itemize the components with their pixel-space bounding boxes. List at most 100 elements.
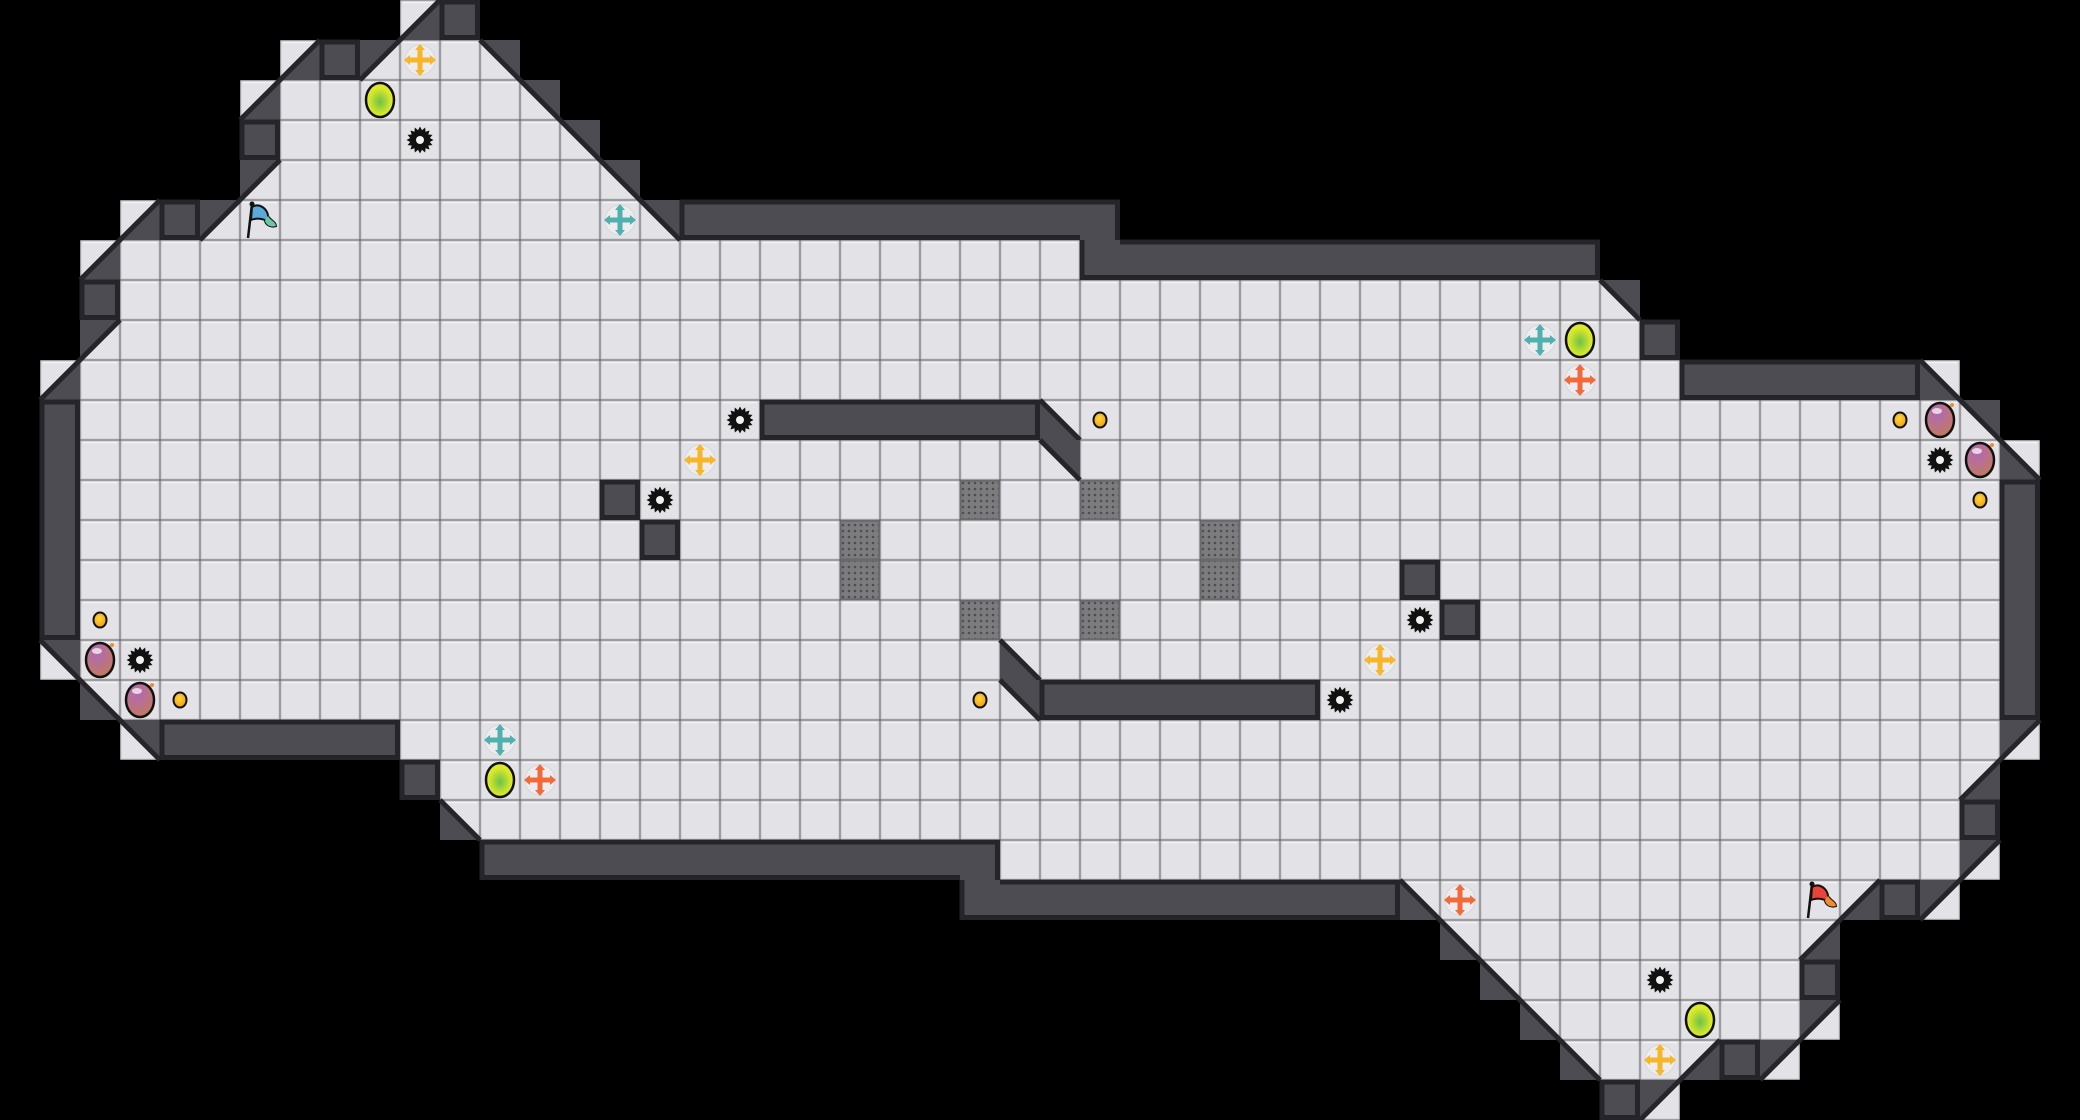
floor-tile [80,520,120,560]
floor-tile [520,480,560,520]
green-orb-icon [1684,1001,1716,1039]
floor-tile [200,600,240,640]
floor-tile [400,720,440,760]
floor-tile [1600,640,1640,680]
wall-block [560,840,600,880]
floor-tile [800,720,840,760]
floor-tile [1080,360,1120,400]
cross-bar-vertical [537,769,543,791]
metal-grate-icon [960,600,1000,640]
floor-tile [760,800,800,840]
floor-tile [880,720,920,760]
floor-tile [1040,480,1080,520]
cross-bar-vertical [697,449,703,471]
metal-grate-icon [1200,560,1240,600]
floor-tile [720,320,760,360]
floor-tile [120,560,160,600]
floor-tile [1760,440,1800,480]
coin-body [1092,411,1108,429]
purple-bomb-icon [84,641,116,679]
floor-tile [520,560,560,600]
floor-tile [1960,520,2000,560]
floor-tile [840,720,880,760]
arrow-head [1670,1055,1676,1065]
floor-tile [480,360,520,400]
floor-tile [1040,600,1080,640]
floor-tile [440,40,480,80]
wall-block [2000,560,2040,600]
floor-tile [160,360,200,400]
floor-tile [1760,1000,1800,1040]
wall-block [1960,800,2000,840]
floor-tile [920,640,960,680]
floor-tile [1440,280,1480,320]
floor-tile [680,240,720,280]
floor-tile [1680,720,1720,760]
floor-tile [1880,760,1920,800]
floor-tile [720,640,760,680]
wall-block [1840,360,1880,400]
sawblade-gear-icon [1406,606,1434,634]
floor-tile [1680,600,1720,640]
floor-tile [1040,720,1080,760]
floor-tile [640,440,680,480]
yellow-four-way-arrow-icon [404,44,436,76]
orb-body [364,81,396,119]
floor-tile [1400,720,1440,760]
floor-tile [440,200,480,240]
floor-tile [1640,360,1680,400]
floor-tile [1600,800,1640,840]
floor-tile [440,120,480,160]
wall-slope-edge [638,198,682,242]
floor-tile [1280,640,1320,680]
floor-tile [920,520,960,560]
floor-tile [1520,520,1560,560]
floor-tile [960,560,1000,600]
floor-tile [1000,840,1040,880]
floor-tile [800,520,840,560]
floor-tile [560,160,600,200]
wall-slope-edge [518,78,562,122]
floor-tile [1080,720,1120,760]
wall-block [400,760,440,800]
floor-tile [1360,400,1400,440]
floor-tile [1600,600,1640,640]
floor-tile [1000,720,1040,760]
wall-block [840,400,880,440]
floor-tile [1200,760,1240,800]
bomb-body [1964,441,1996,479]
floor-tile [360,280,400,320]
floor-tile [1680,560,1720,600]
floor-tile [640,240,680,280]
floor-tile [720,480,760,520]
floor-tile [1360,600,1400,640]
floor-tile [1040,760,1080,800]
floor-tile [840,240,880,280]
yellow-four-way-arrow-icon [684,444,716,476]
floor-tile [840,760,880,800]
wall-slope-edge [1678,1038,1722,1082]
floor-tile [320,400,360,440]
floor-tile [920,360,960,400]
floor-tile [1720,440,1760,480]
floor-tile [760,680,800,720]
sawblade-gear-icon [406,126,434,154]
floor-tile [1720,960,1760,1000]
floor-tile [1280,760,1320,800]
wall-block [600,840,640,880]
floor-tile [1320,840,1360,880]
floor-tile [1600,840,1640,880]
floor-tile [1960,560,2000,600]
floor-tile [720,440,760,480]
floor-tile [1240,280,1280,320]
wall-block [960,840,1000,880]
floor-tile [640,760,680,800]
floor-tile [1320,480,1360,520]
floor-tile [1600,560,1640,600]
wall-block [1560,240,1600,280]
floor-tile [760,280,800,320]
floor-tile [160,240,200,280]
wall-block [1160,240,1200,280]
floor-tile [1400,680,1440,720]
